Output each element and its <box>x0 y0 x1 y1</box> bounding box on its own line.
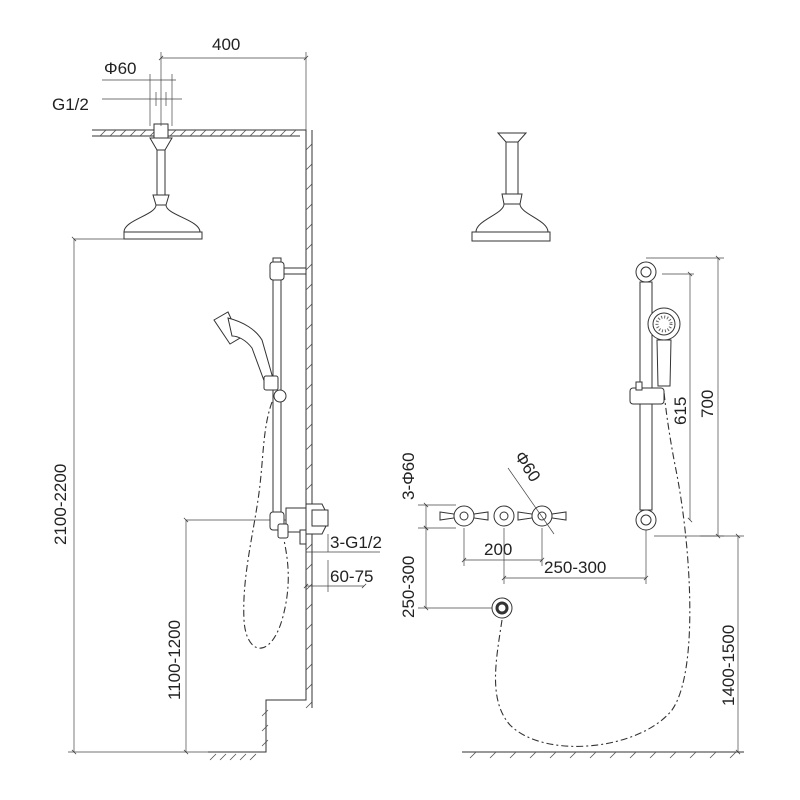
dim-handle-spacing: 200 <box>484 540 512 559</box>
dim-slide-range: 615 <box>671 397 690 425</box>
hose-side <box>243 401 289 649</box>
handle-center <box>493 505 515 527</box>
dim-mixer-to-outlet: 250-300 <box>399 556 418 618</box>
dim-handles: 3-Φ60 <box>399 452 418 500</box>
dim-rail-height: 700 <box>698 390 717 418</box>
hand-shower-side <box>213 311 287 403</box>
mixer-side <box>277 503 329 545</box>
dim-handle-diameter: Φ60 <box>511 448 545 486</box>
wall-outline <box>92 129 307 753</box>
ceiling-shower-head-front <box>471 132 551 242</box>
dim-inlets: 3-G1/2 <box>330 533 382 552</box>
slide-rail-front <box>629 261 665 531</box>
handle-right <box>517 505 567 527</box>
dim-rail-height-floor: 1400-1500 <box>719 625 738 706</box>
side-view: 400 Φ60 G1/2 2100-2200 1100-1200 <box>51 35 382 761</box>
dim-pipe-diameter: Φ60 <box>104 59 136 78</box>
mixer-handles-front <box>439 505 567 527</box>
handle-left <box>439 505 489 527</box>
dim-total-height: 2100-2200 <box>51 464 70 545</box>
front-view: 700 615 Φ60 <box>399 132 744 759</box>
dim-thread: G1/2 <box>52 95 89 114</box>
hand-shower-front <box>647 307 681 387</box>
wall-outlet <box>491 597 513 619</box>
ceiling-shower-head <box>123 123 203 240</box>
dim-projection: 60-75 <box>330 567 373 586</box>
hose-front <box>495 391 691 747</box>
dim-mixer-to-rail: 250-300 <box>544 558 606 577</box>
dim-arm-length: 400 <box>212 35 240 54</box>
dim-mixer-height: 1100-1200 <box>165 620 184 700</box>
